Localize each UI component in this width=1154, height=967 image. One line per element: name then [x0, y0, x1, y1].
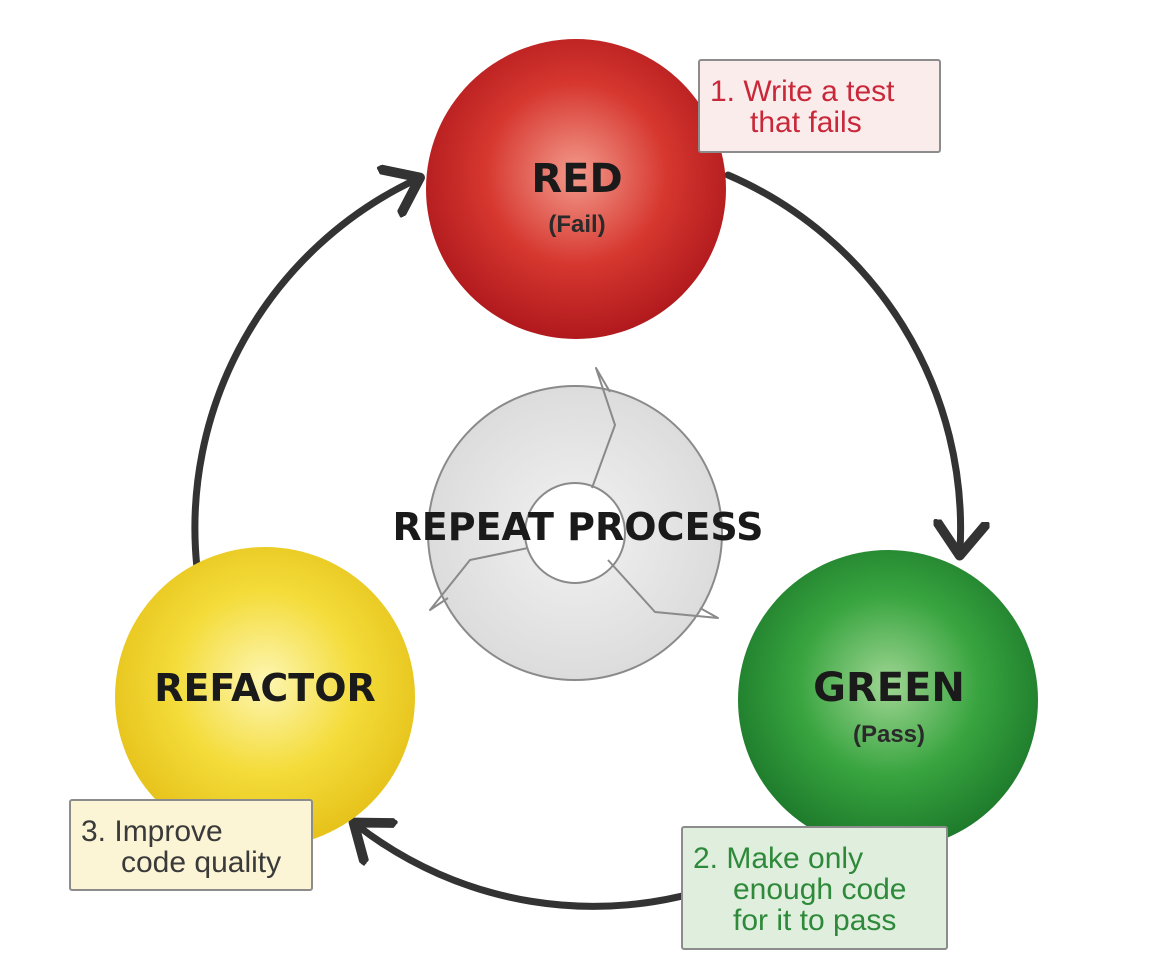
red-node-title: RED: [531, 156, 622, 202]
green-node: GREEN (Pass): [738, 550, 1038, 850]
refactor-node-title: REFACTOR: [154, 666, 376, 710]
green-node-title: GREEN: [813, 665, 965, 711]
arrow-red-to-green: [724, 171, 961, 550]
repeat-cycle-icon: [427, 367, 723, 682]
note-make-pass: 2. Make only enough code for it to pass: [681, 826, 948, 950]
note-green-line-2: enough code: [733, 873, 907, 906]
arrow-green-to-refactor: [358, 826, 724, 910]
note-red-line-1: 1. Write a test: [710, 75, 895, 108]
green-node-subtitle: (Pass): [853, 721, 925, 748]
note-green-line-1: 2. Make only: [693, 842, 864, 875]
note-refactor-line-1: 3. Improve: [81, 815, 223, 848]
note-refactor-line-2: code quality: [121, 846, 282, 879]
center-label: REPEAT PROCESS: [393, 505, 764, 549]
note-red-line-2: that fails: [750, 106, 862, 139]
note-green-line-3: for it to pass: [733, 904, 897, 937]
arrow-refactor-to-red: [191, 180, 415, 572]
note-improve-quality: 3. Improve code quality: [69, 799, 313, 891]
note-write-test: 1. Write a test that fails: [698, 59, 941, 153]
refactor-node: REFACTOR: [115, 547, 415, 847]
red-node: RED (Fail): [426, 39, 726, 339]
red-node-subtitle: (Fail): [548, 211, 605, 238]
